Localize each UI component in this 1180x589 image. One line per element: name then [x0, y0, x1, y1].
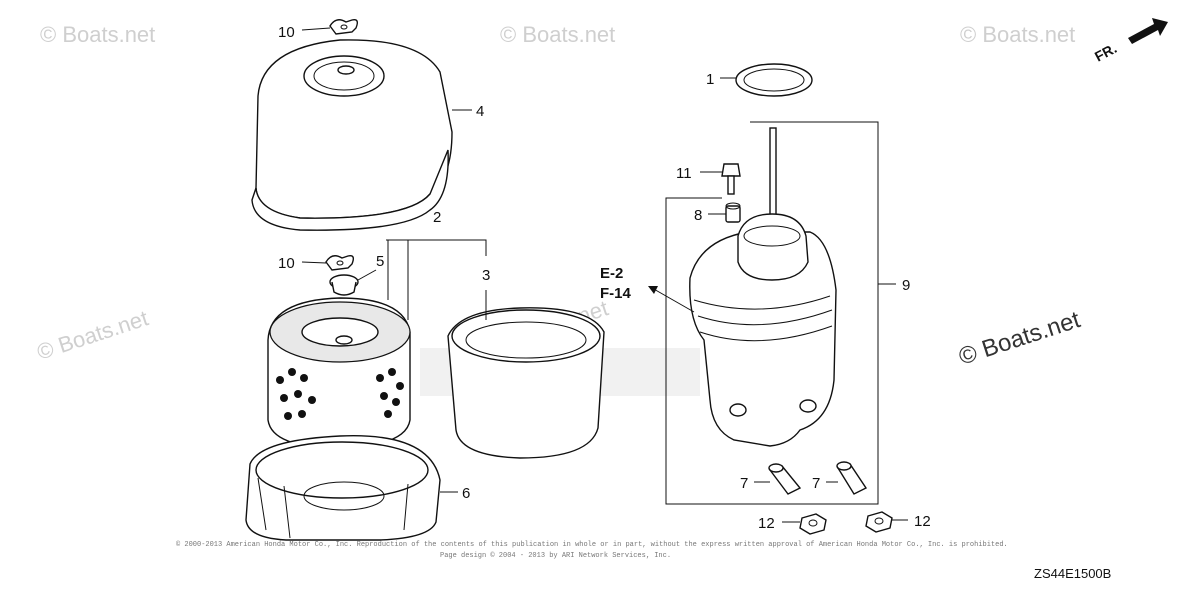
- watermark-top-right: © Boats.net: [960, 22, 1075, 47]
- air-cleaner-cover: [251, 39, 453, 231]
- ref-arrowhead: [648, 286, 658, 294]
- callout-3[interactable]: 3: [482, 267, 490, 284]
- leader-ref: [651, 287, 695, 313]
- callout-5[interactable]: 5: [376, 253, 384, 270]
- copyright-line-1: © 2000-2013 American Honda Motor Co., In…: [176, 540, 1008, 549]
- wing-nut-lower: [325, 254, 355, 271]
- callout-12-left[interactable]: 12: [758, 515, 775, 532]
- front-direction-indicator: FR.: [1092, 18, 1168, 65]
- foam-element: [447, 307, 605, 459]
- tube-left: [768, 463, 802, 495]
- watermark-mid-left: © Boats.net: [34, 305, 151, 364]
- part-9-bracket: [665, 121, 879, 505]
- watermark-top-center: © Boats.net: [500, 22, 615, 47]
- callout-2[interactable]: 2: [433, 209, 441, 226]
- copyright-line-2: Page design © 2004 - 2013 by ARI Network…: [440, 551, 671, 560]
- callout-12-right[interactable]: 12: [914, 513, 931, 530]
- air-cleaner-elbow: [689, 127, 837, 447]
- air-cleaner-case: [245, 434, 441, 541]
- tube-right: [836, 461, 868, 495]
- leader-10-top: [301, 27, 331, 31]
- element-assembly: [267, 297, 411, 449]
- callout-8[interactable]: 8: [694, 207, 702, 224]
- callout-11[interactable]: 11: [676, 165, 692, 182]
- leader-5: [357, 269, 377, 281]
- callout-7-left[interactable]: 7: [740, 475, 748, 492]
- front-label: FR.: [1092, 40, 1119, 65]
- collar: [725, 202, 741, 223]
- gasket-ring: [735, 63, 813, 97]
- watermark-brand: © Boats.net: [956, 306, 1084, 371]
- leader-10-lower: [301, 261, 327, 264]
- leader-2: [386, 239, 487, 320]
- callout-1[interactable]: 1: [706, 71, 714, 88]
- wing-nut-top: [329, 18, 359, 35]
- diagram-code: ZS44E1500B: [1034, 566, 1111, 581]
- cross-reference-e2[interactable]: E-2: [600, 265, 623, 282]
- callout-10-top[interactable]: 10: [278, 24, 295, 41]
- callout-10-lower[interactable]: 10: [278, 255, 295, 272]
- watermark-top-left: © Boats.net: [40, 22, 155, 47]
- cross-reference-f14[interactable]: F-14: [600, 285, 632, 302]
- callout-4[interactable]: 4: [476, 103, 484, 120]
- flange-nut-right: [865, 511, 893, 533]
- callout-6[interactable]: 6: [462, 485, 470, 502]
- flange-bolt: [721, 163, 741, 195]
- grommet: [329, 274, 359, 296]
- flange-nut-left: [799, 513, 827, 535]
- callout-9[interactable]: 9: [902, 277, 910, 294]
- callout-7-right[interactable]: 7: [812, 475, 820, 492]
